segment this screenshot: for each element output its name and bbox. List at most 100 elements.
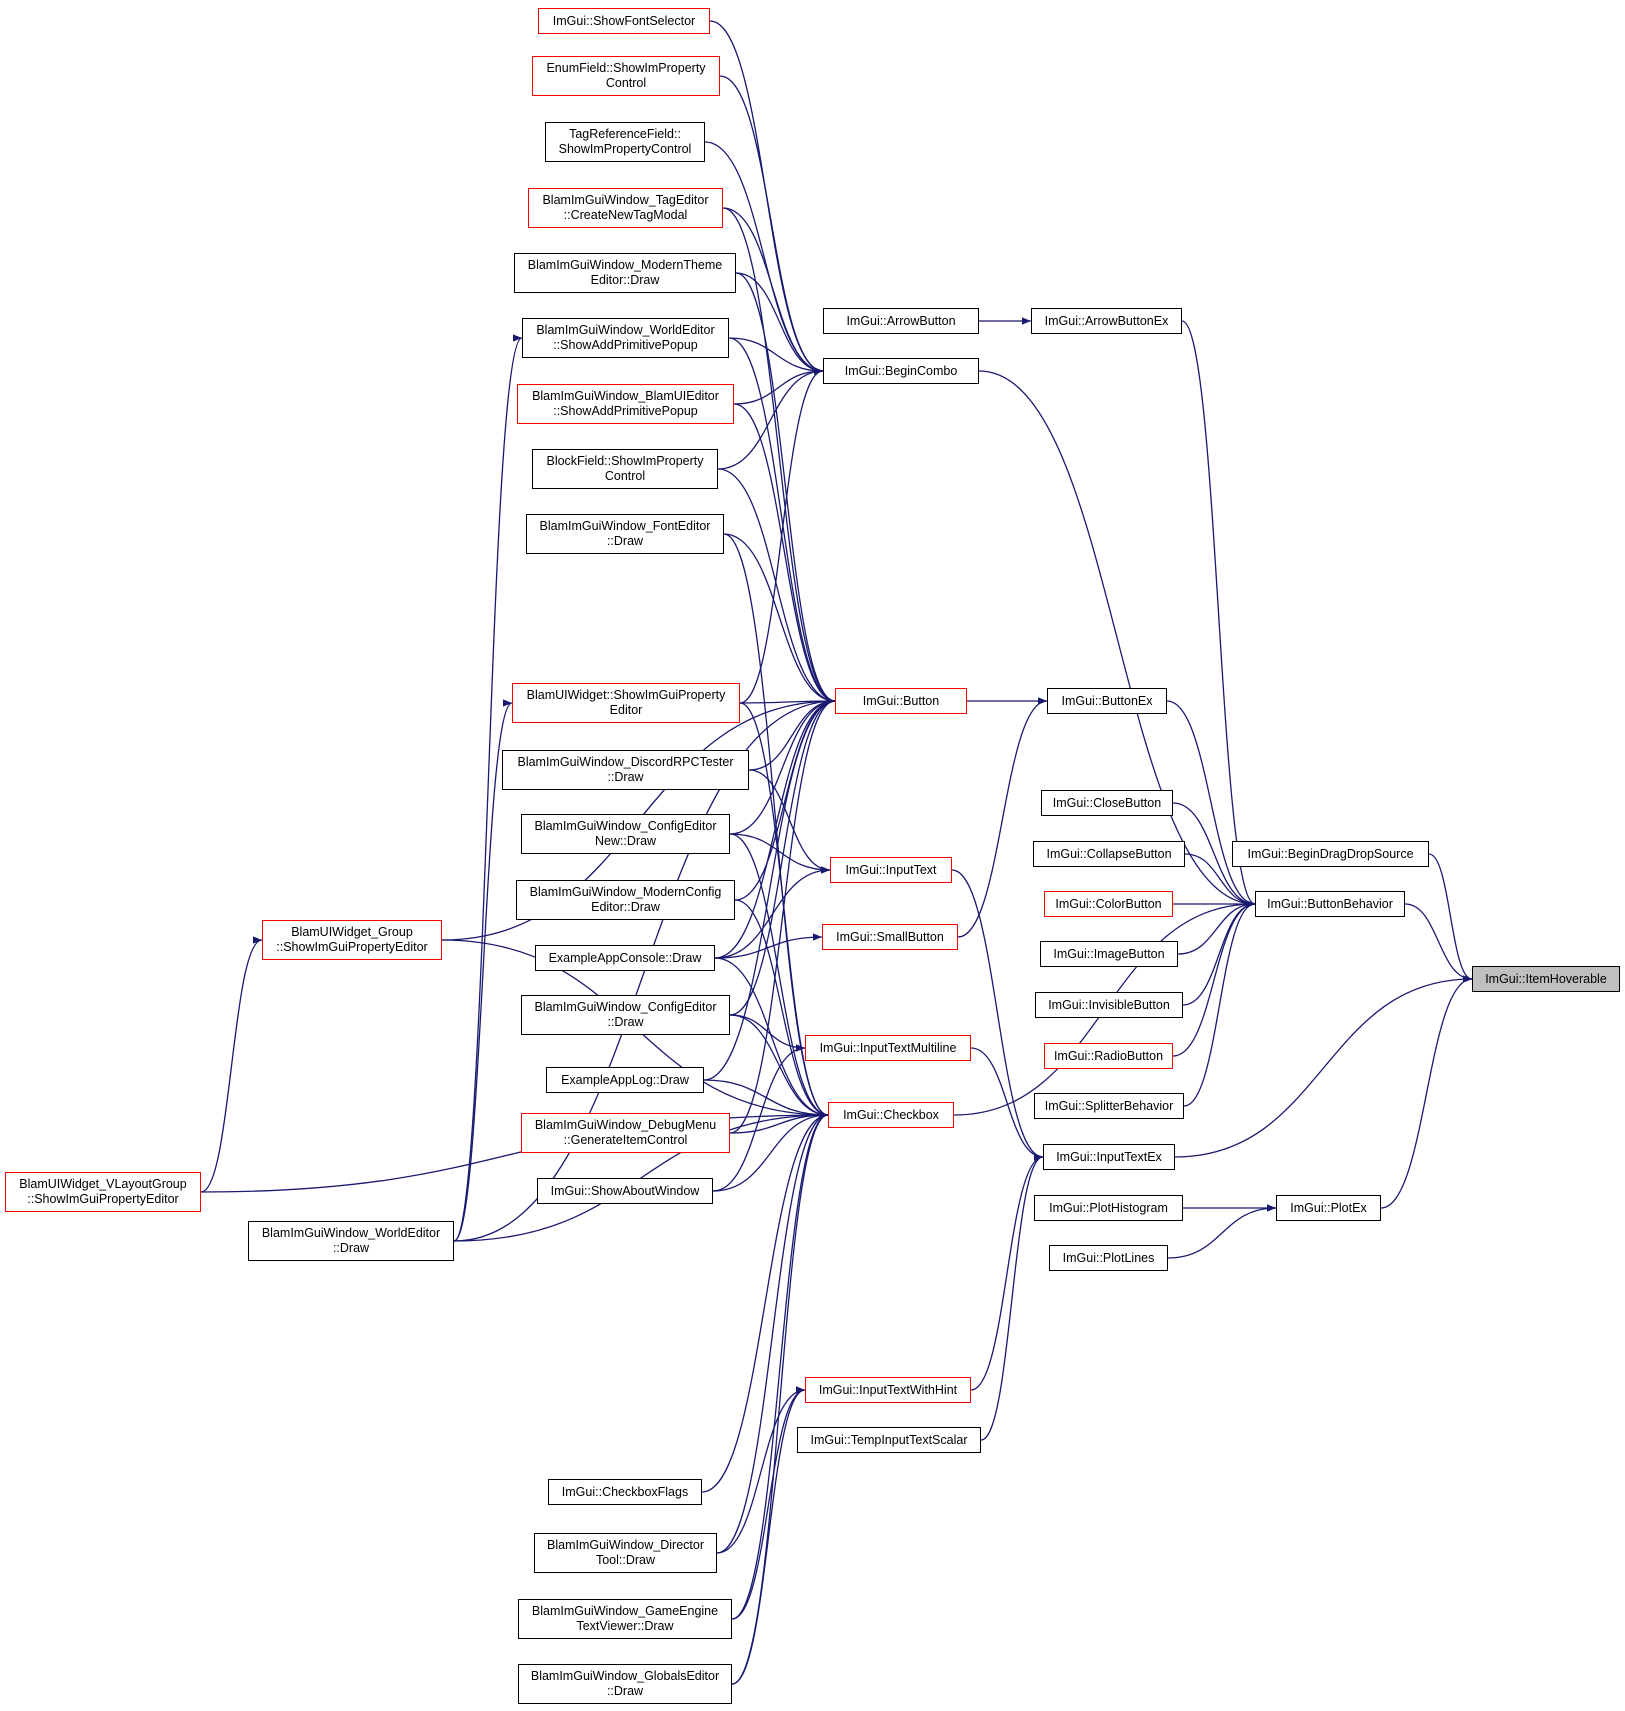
- edge-ShowAbout-to-InputTextMultiline: [712, 1044, 806, 1192]
- edge-BlamUIWidget-to-BeginCombo: [739, 367, 824, 704]
- node-input-text-multiline[interactable]: ImGui::InputTextMultiline: [805, 1035, 971, 1061]
- node-item-hoverable[interactable]: ImGui::ItemHoverable: [1472, 966, 1620, 992]
- edge-BlockField-to-Button: [717, 468, 836, 705]
- node-temp-input-text-scalar[interactable]: ImGui::TempInputTextScalar: [797, 1427, 981, 1453]
- node-label-line: BlamUIWidget_VLayoutGroup: [19, 1177, 187, 1191]
- node-label-line: ExampleAppLog::Draw: [561, 1072, 689, 1087]
- edge-ConfigEditor-to-Button: [729, 697, 836, 1016]
- node-blam-uieditor-popup[interactable]: BlamImGuiWindow_BlamUIEditor::ShowAddPri…: [517, 384, 734, 424]
- node-label-line: BlamImGuiWindow_ModernConfig: [529, 885, 722, 899]
- node-label-line: ImGui::ItemHoverable: [1485, 971, 1607, 986]
- node-discord-rpc[interactable]: BlamImGuiWindow_DiscordRPCTester::Draw: [502, 750, 749, 790]
- edge-AppConsole-to-Button: [714, 697, 836, 959]
- node-button[interactable]: ImGui::Button: [835, 688, 967, 714]
- node-label-line: Editor::Draw: [590, 273, 660, 287]
- edge-InputText-to-InputTextEx: [951, 869, 1044, 1161]
- node-font-editor[interactable]: BlamImGuiWindow_FontEditor::Draw: [526, 514, 724, 554]
- node-world-editor-draw[interactable]: BlamImGuiWindow_WorldEditor::Draw: [248, 1221, 454, 1261]
- node-invisible-button[interactable]: ImGui::InvisibleButton: [1035, 992, 1183, 1018]
- node-label-line: BlamImGuiWindow_ConfigEditor: [534, 819, 717, 833]
- node-show-about[interactable]: ImGui::ShowAboutWindow: [537, 1178, 713, 1204]
- node-label-line: Control: [604, 469, 646, 483]
- edge-EnumField-to-BeginCombo: [719, 75, 824, 375]
- edge-WorldEditorDraw-to-Button: [453, 697, 836, 1242]
- node-label-line: ::Draw: [332, 1241, 370, 1255]
- node-label-line: ImGui::SmallButton: [836, 929, 944, 944]
- node-config-editor[interactable]: BlamImGuiWindow_ConfigEditor::Draw: [521, 995, 730, 1035]
- edge-ModernTheme-to-BeginCombo: [735, 272, 824, 375]
- node-label-line: ImGui::RadioButton: [1053, 1048, 1164, 1063]
- node-vlayout-editor[interactable]: BlamUIWidget_VLayoutGroup::ShowImGuiProp…: [5, 1172, 201, 1212]
- node-arrow-button[interactable]: ImGui::ArrowButton: [823, 308, 979, 334]
- node-world-editor-popup[interactable]: BlamImGuiWindow_WorldEditor::ShowAddPrim…: [522, 318, 729, 358]
- edge-WorldEditorDraw-to-BlamUIWidget: [453, 699, 513, 1242]
- node-button-behavior[interactable]: ImGui::ButtonBehavior: [1255, 891, 1405, 917]
- node-small-button[interactable]: ImGui::SmallButton: [822, 924, 958, 950]
- edge-AppConsole-to-SmallButton: [714, 933, 823, 959]
- node-image-button[interactable]: ImGui::ImageButton: [1040, 941, 1178, 967]
- node-label-line: Tool::Draw: [595, 1553, 656, 1567]
- node-input-text[interactable]: ImGui::InputText: [830, 857, 952, 883]
- edge-ButtonEx-to-ButtonBehavior: [1166, 700, 1256, 908]
- edge-PlotEx-to-ItemHoverable: [1380, 975, 1473, 1209]
- node-begin-combo[interactable]: ImGui::BeginCombo: [823, 358, 979, 384]
- node-tag-editor[interactable]: BlamImGuiWindow_TagEditor::CreateNewTagM…: [528, 188, 723, 228]
- edge-ConfigEditor-to-Checkbox: [729, 1014, 829, 1119]
- edge-InputTextWithHint-to-InputTextEx: [970, 1153, 1044, 1391]
- edge-ConfigEditorNew-to-Button: [729, 697, 836, 835]
- node-label-line: ImGui::ButtonBehavior: [1267, 896, 1393, 911]
- node-splitter-behavior[interactable]: ImGui::SplitterBehavior: [1034, 1093, 1184, 1119]
- node-show-font-selector[interactable]: ImGui::ShowFontSelector: [538, 8, 710, 34]
- node-label-line: Control: [605, 76, 647, 90]
- node-label-line: ShowImPropertyControl: [558, 142, 692, 156]
- node-label-line: ImGui::ImageButton: [1053, 946, 1165, 961]
- node-tag-reference-field[interactable]: TagReferenceField::ShowImPropertyControl: [545, 122, 705, 162]
- node-app-console[interactable]: ExampleAppConsole::Draw: [535, 945, 715, 971]
- node-app-log[interactable]: ExampleAppLog::Draw: [546, 1067, 704, 1093]
- node-label-line: ImGui::Checkbox: [843, 1107, 939, 1122]
- node-label-line: ImGui::TempInputTextScalar: [810, 1432, 968, 1447]
- edge-CheckboxFlags-to-Checkbox: [701, 1111, 829, 1493]
- edge-GlobalsEditor-to-InputTextWithHint: [731, 1386, 806, 1685]
- node-label-line: BlamImGuiWindow_BlamUIEditor: [532, 389, 719, 403]
- node-plot-histogram[interactable]: ImGui::PlotHistogram: [1034, 1195, 1183, 1221]
- edge-BeginCombo-to-ButtonBehavior: [978, 370, 1256, 908]
- node-color-button[interactable]: ImGui::ColorButton: [1044, 891, 1173, 917]
- node-close-button[interactable]: ImGui::CloseButton: [1041, 790, 1173, 816]
- edge-TagEditor-to-BeginCombo: [722, 207, 824, 375]
- edge-ConfigEditorNew-to-InputText: [729, 833, 831, 874]
- node-collapse-button[interactable]: ImGui::CollapseButton: [1033, 841, 1185, 867]
- node-label-line: ImGui::PlotHistogram: [1049, 1200, 1168, 1215]
- edge-ConfigEditorNew-to-Checkbox: [729, 833, 829, 1119]
- node-arrow-button-ex[interactable]: ImGui::ArrowButtonEx: [1031, 308, 1182, 334]
- node-begin-drag-drop-source[interactable]: ImGui::BeginDragDropSource: [1232, 841, 1429, 867]
- edge-TagEditor-to-Button: [722, 207, 836, 705]
- node-input-text-with-hint[interactable]: ImGui::InputTextWithHint: [805, 1377, 971, 1403]
- node-checkbox-flags[interactable]: ImGui::CheckboxFlags: [548, 1479, 702, 1505]
- edge-DebugMenu-to-Button: [729, 697, 836, 1134]
- node-plot-ex[interactable]: ImGui::PlotEx: [1276, 1195, 1381, 1221]
- node-input-text-ex[interactable]: ImGui::InputTextEx: [1043, 1144, 1175, 1170]
- node-plot-lines[interactable]: ImGui::PlotLines: [1049, 1245, 1168, 1271]
- node-label-line: ImGui::InputTextWithHint: [818, 1382, 958, 1397]
- node-label-line: ExampleAppConsole::Draw: [548, 950, 702, 965]
- node-label-line: BlamImGuiWindow_WorldEditor: [536, 323, 715, 337]
- node-group-editor[interactable]: BlamUIWidget_Group::ShowImGuiPropertyEdi…: [262, 920, 442, 960]
- node-button-ex[interactable]: ImGui::ButtonEx: [1047, 688, 1167, 714]
- node-label-line: ImGui::BeginDragDropSource: [1247, 846, 1414, 861]
- node-globals-editor[interactable]: BlamImGuiWindow_GlobalsEditor::Draw: [518, 1664, 732, 1704]
- node-checkbox[interactable]: ImGui::Checkbox: [828, 1102, 954, 1128]
- edge-RadioButton-to-ButtonBehavior: [1172, 900, 1256, 1057]
- node-debug-menu[interactable]: BlamImGuiWindow_DebugMenu::GenerateItemC…: [521, 1113, 730, 1153]
- edge-InvisibleButton-to-ButtonBehavior: [1182, 900, 1256, 1006]
- node-radio-button[interactable]: ImGui::RadioButton: [1044, 1043, 1173, 1069]
